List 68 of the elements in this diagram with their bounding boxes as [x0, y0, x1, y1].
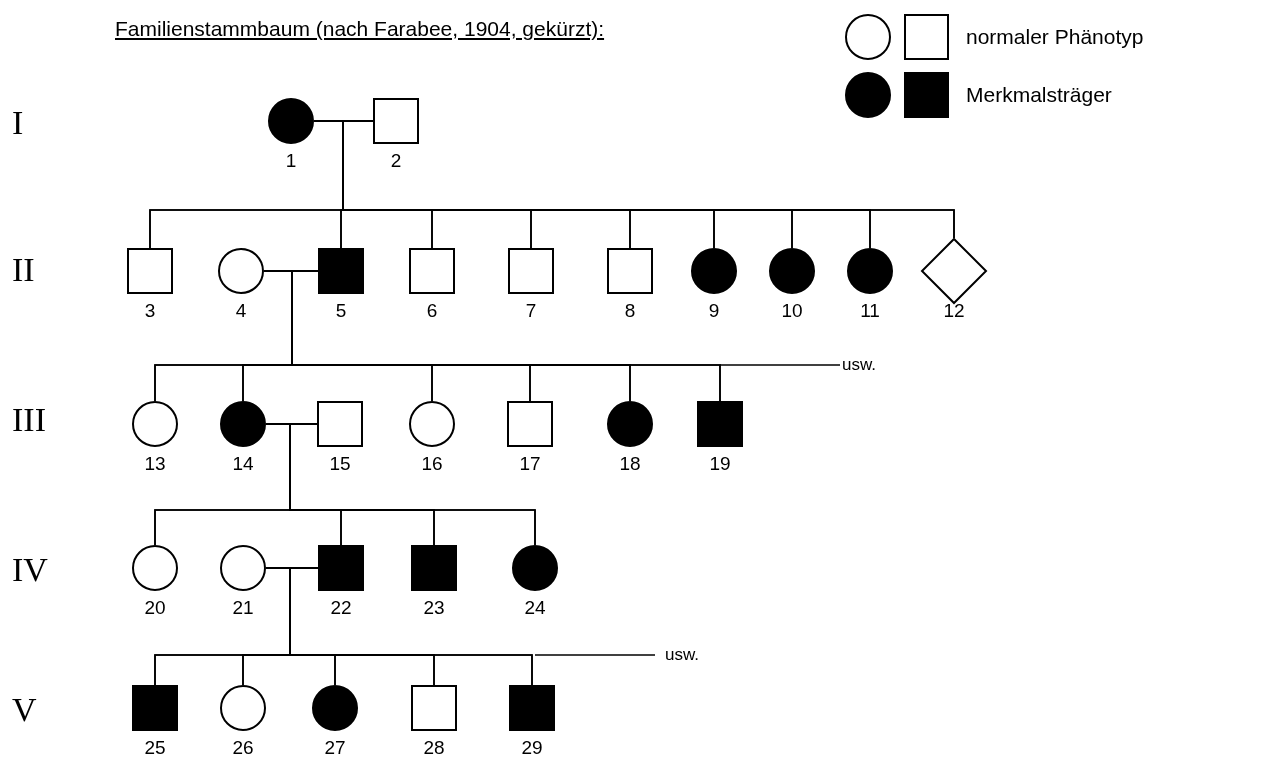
- individual-number: 11: [859, 300, 881, 322]
- individual-number: 13: [143, 453, 167, 475]
- individual-number: 16: [420, 453, 444, 475]
- affected-female-circle: [769, 248, 815, 294]
- female-circle: [220, 545, 266, 591]
- individual-number: 22: [329, 597, 353, 619]
- individual-number: 17: [518, 453, 542, 475]
- individual-number: 2: [389, 150, 403, 172]
- affected-male-square: [318, 545, 364, 591]
- male-square: [409, 248, 455, 294]
- affected-male-square: [509, 685, 555, 731]
- unknown-sex-diamond: [921, 238, 987, 304]
- generation-numeral: II: [12, 251, 35, 289]
- individual-number: 25: [143, 737, 167, 759]
- individual-number: 24: [523, 597, 547, 619]
- legend-label: normaler Phänotyp: [966, 25, 1144, 49]
- continuation-note: usw.: [665, 645, 700, 665]
- individual-number: 12: [942, 300, 966, 322]
- title: Familienstammbaum (nach Farabee, 1904, gekürzt):: [115, 17, 605, 41]
- individual-number: 20: [143, 597, 167, 619]
- female-circle: [218, 248, 264, 294]
- individual-number: 18: [618, 453, 642, 475]
- affected-male-square: [411, 545, 457, 591]
- generation-numeral: IV: [12, 551, 48, 589]
- affected-female-circle: [268, 98, 314, 144]
- male-square: [607, 248, 653, 294]
- female-circle: [409, 401, 455, 447]
- affected-male-square: [318, 248, 364, 294]
- individual-number: 29: [520, 737, 544, 759]
- affected-female-circle: [847, 248, 893, 294]
- individual-number: 27: [323, 737, 347, 759]
- individual-number: 7: [524, 300, 538, 322]
- individual-number: 4: [234, 300, 248, 322]
- individual-number: 1: [284, 150, 298, 172]
- affected-female-circle: [512, 545, 558, 591]
- individual-number: 21: [231, 597, 255, 619]
- individual-number: 8: [623, 300, 637, 322]
- individual-number: 5: [334, 300, 348, 322]
- individual-number: 15: [328, 453, 352, 475]
- individual-number: 6: [425, 300, 439, 322]
- male-square: [508, 248, 554, 294]
- female-circle: [132, 401, 178, 447]
- affected-male-square: [697, 401, 743, 447]
- individual-number: 26: [231, 737, 255, 759]
- generation-numeral: I: [12, 104, 24, 142]
- legend-label: Merkmalsträger: [966, 83, 1112, 107]
- female-circle: [132, 545, 178, 591]
- male-square: [127, 248, 173, 294]
- individual-number: 19: [708, 453, 732, 475]
- affected-female-circle: [607, 401, 653, 447]
- affected-female-circle: [312, 685, 358, 731]
- male-square: [411, 685, 457, 731]
- generation-numeral: III: [12, 401, 46, 439]
- male-square: [317, 401, 363, 447]
- individual-number: 28: [422, 737, 446, 759]
- affected-female-circle: [691, 248, 737, 294]
- affected-male-square: [132, 685, 178, 731]
- individual-number: 9: [707, 300, 721, 322]
- male-square: [373, 98, 419, 144]
- individual-number: 3: [143, 300, 157, 322]
- affected-female-circle: [220, 401, 266, 447]
- male-square: [507, 401, 553, 447]
- generation-numeral: V: [12, 691, 37, 729]
- female-circle: [220, 685, 266, 731]
- individual-number: 10: [780, 300, 804, 322]
- continuation-note: usw.: [842, 355, 877, 375]
- individual-number: 14: [231, 453, 255, 475]
- individual-number: 23: [422, 597, 446, 619]
